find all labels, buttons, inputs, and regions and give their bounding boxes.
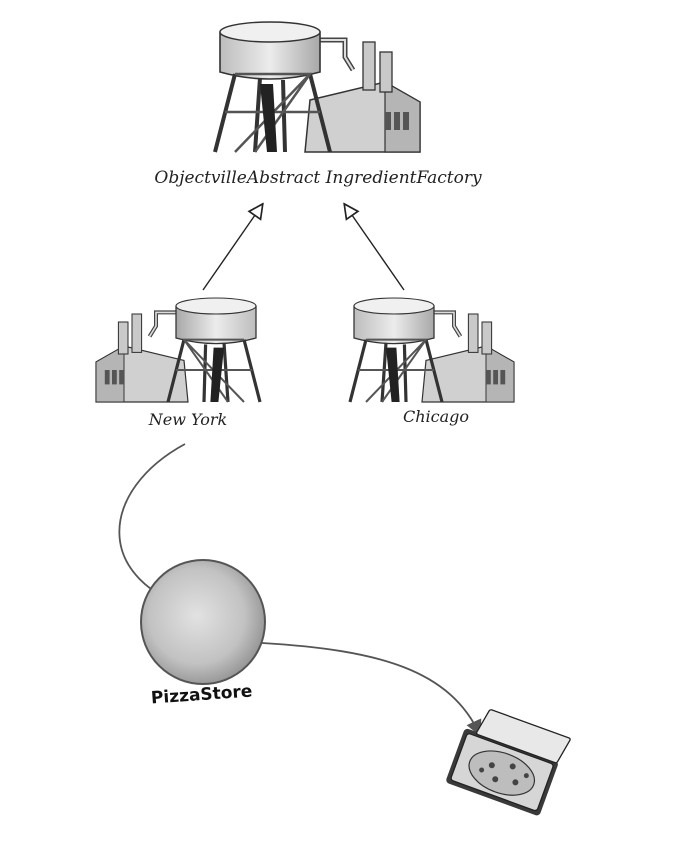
pizza-dough-icon — [140, 559, 266, 685]
store-to-pizza-arrow — [261, 642, 482, 737]
chicago-factory-label: Chicago — [403, 407, 469, 426]
chicago-factory-icon — [350, 298, 514, 402]
chicago-inherits-arrow — [345, 205, 405, 291]
pizza-box-icon — [446, 709, 571, 816]
pizza-store-label: PizzaStore — [150, 681, 253, 708]
new-york-inherits-arrow — [202, 205, 262, 291]
abstract-factory-icon — [215, 22, 420, 152]
abstract-factory-label: ObjectvilleAbstract IngredientFactory — [154, 168, 482, 188]
new-york-factory-icon — [96, 298, 260, 402]
new-york-factory-label: New York — [148, 410, 227, 429]
